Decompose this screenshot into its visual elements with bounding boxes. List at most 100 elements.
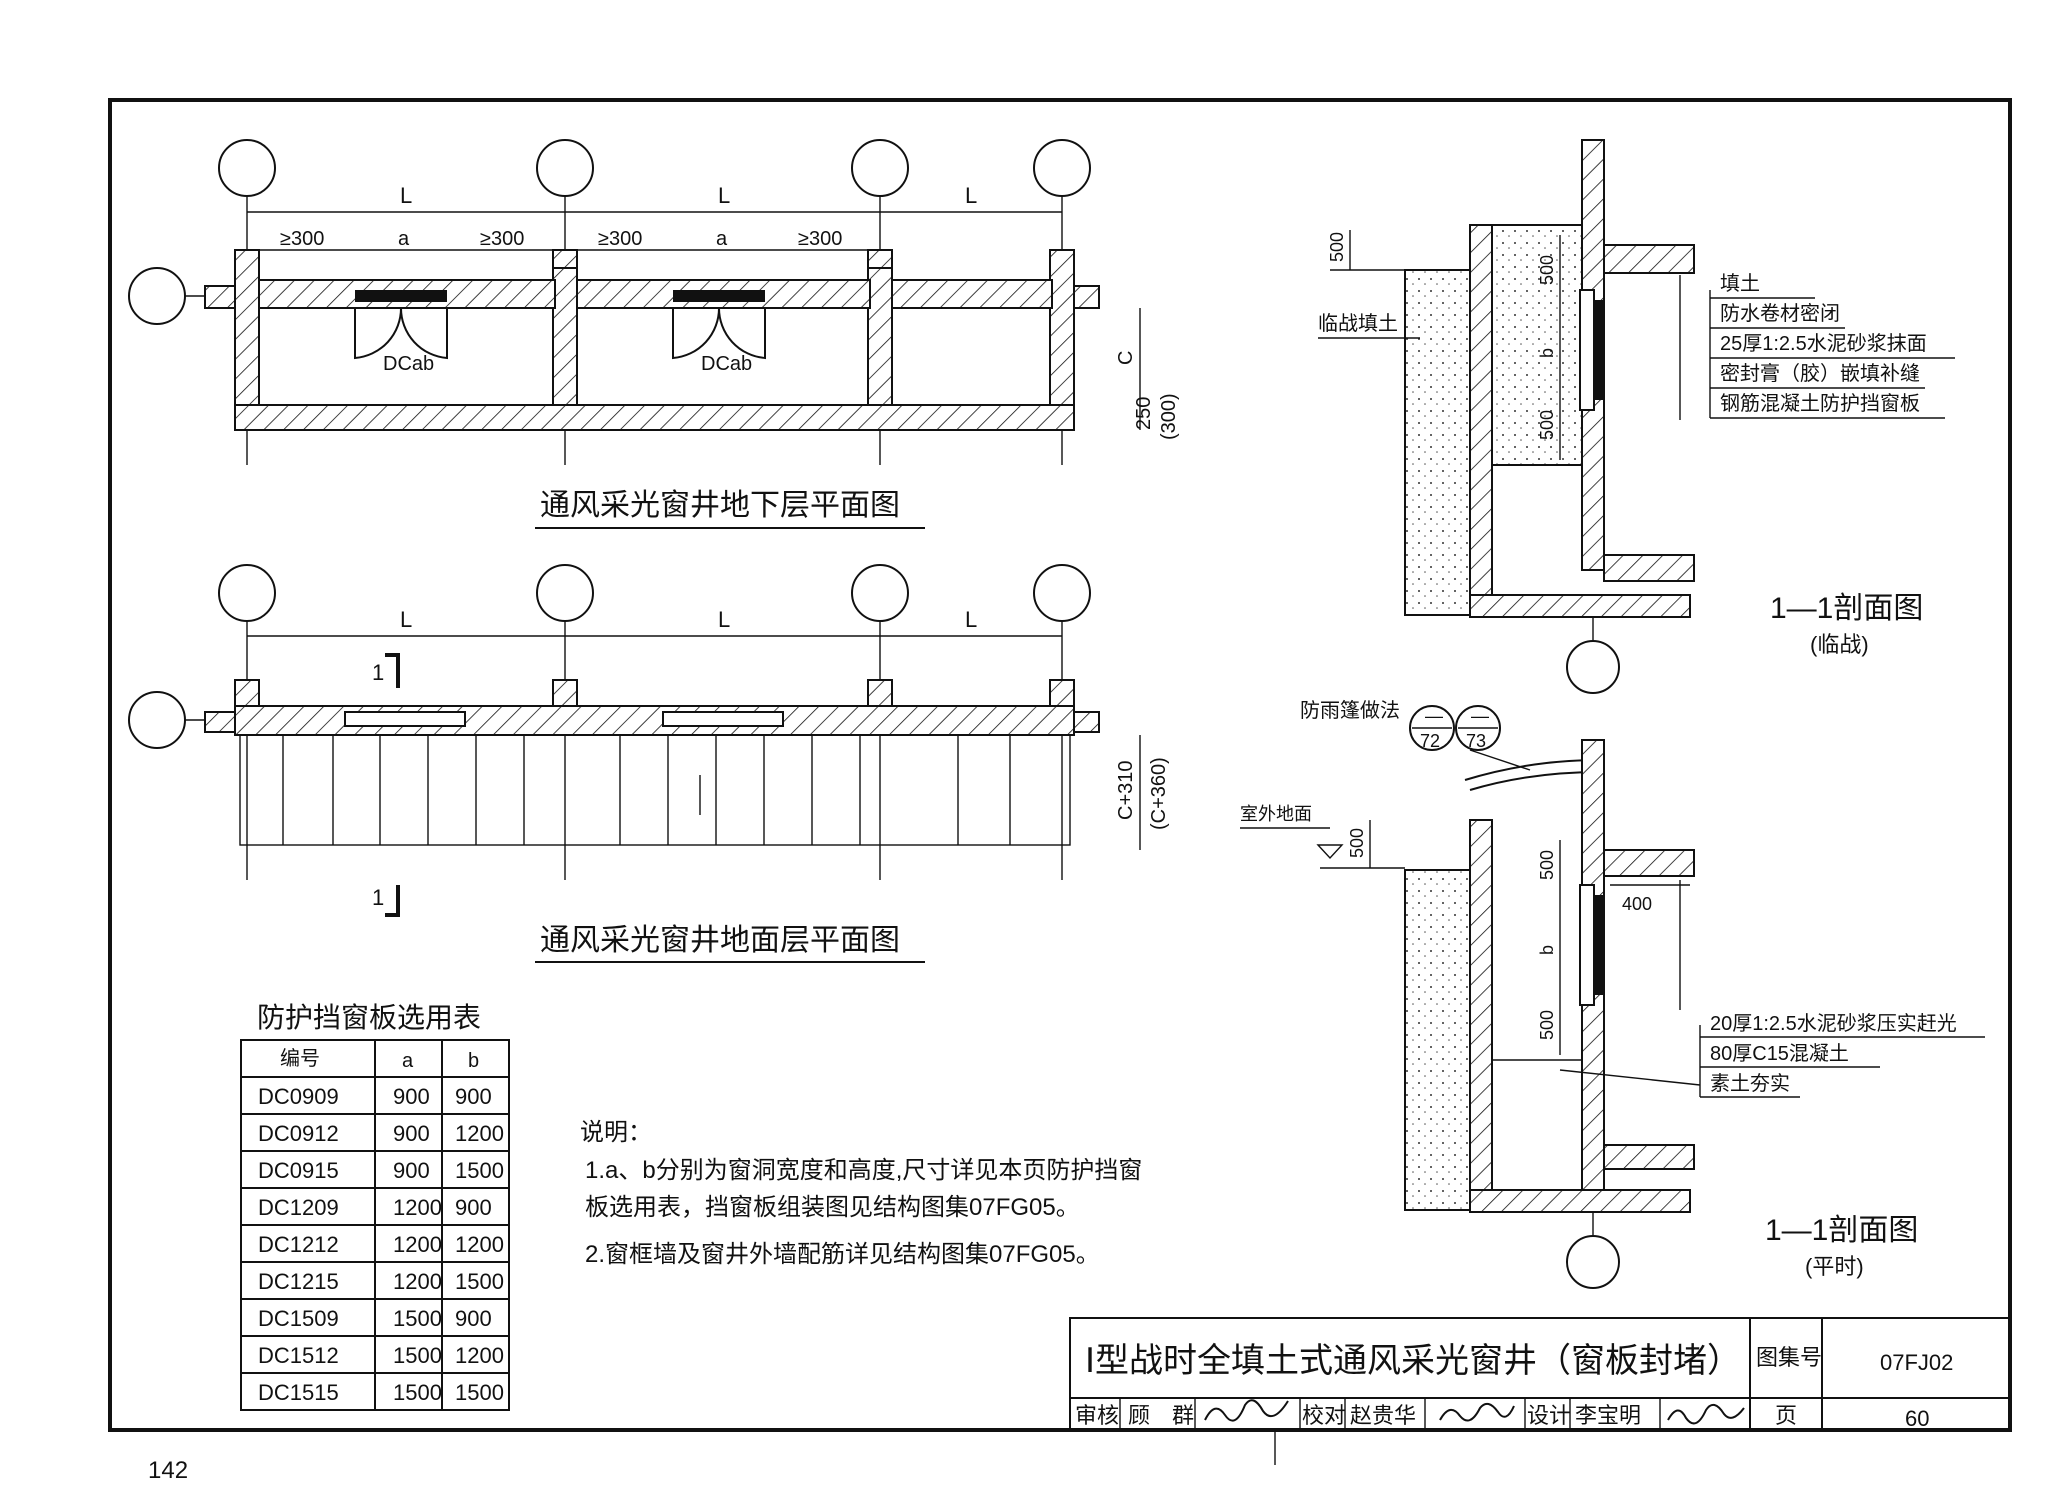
callout: 25厚1:2.5水泥砂浆抹面 [1720,332,1927,355]
ref-top: — [1471,706,1489,726]
table-title: 防护挡窗板选用表 [257,1002,481,1033]
checker-name: 赵贵华 [1350,1403,1416,1428]
table-cell-a: 900 [393,1084,430,1109]
dim-L: L [400,607,412,632]
axis-bubble [1566,1235,1620,1289]
table-cell-b: 1200 [455,1343,504,1368]
title-basement: 通风采光窗井地下层平面图 [540,489,900,522]
dim-500: 500 [1347,828,1367,858]
axis-bubble [218,564,276,622]
dim-gt300: ≥300 [798,228,842,250]
section-mark: 1 [372,660,384,685]
table-cell-code: DC1509 [258,1306,339,1331]
label-rain-cover: 防雨篷做法 [1300,699,1400,722]
basement-plan: L L L ≥300 a ≥300 ≥300 a ≥300 DCab DCab [128,139,1180,529]
door-label: DCab [383,353,434,375]
table-cell-a: 1200 [393,1269,442,1294]
axis-bubble [536,139,594,197]
callout: 80厚C15混凝土 [1710,1042,1849,1065]
dim-b: b [1537,945,1557,955]
table-cell-a: 900 [393,1121,430,1146]
section-subtitle: (临战) [1810,632,1869,657]
drawing-title: Ⅰ型战时全填土式通风采光窗井（窗板封堵） [1085,1342,1741,1380]
table-cell-b: 1200 [455,1232,504,1257]
table-cell-code: DC0909 [258,1084,339,1109]
reviewer-signature [1204,1399,1289,1422]
section-subtitle: (平时) [1805,1254,1864,1279]
axis-bubble [536,564,594,622]
table-cell-b: 900 [455,1195,492,1220]
dim-gt300: ≥300 [280,228,324,250]
table-cell-b: 900 [455,1084,492,1109]
section-title: 1—1剖面图 [1770,592,1923,625]
designer-name: 李宝明 [1575,1403,1641,1428]
dim-300-paren: (300) [1158,393,1180,440]
axis-bubble [851,139,909,197]
table-cell-a: 1500 [393,1343,442,1368]
table-cell-code: DC1515 [258,1380,339,1405]
axis-bubble [218,139,276,197]
designer-signature [1667,1403,1745,1425]
table-cell-code: DC1212 [258,1232,339,1257]
table-header: b [468,1050,479,1072]
dim-400: 400 [1622,894,1652,914]
dim-C310: C+310 [1115,761,1137,821]
title-block: Ⅰ型战时全填土式通风采光窗井（窗板封堵） 图集号 07FJ02 审核 顾 群 校… [1069,1317,2011,1465]
sheet-page-number: 142 [148,1457,188,1484]
ref-top: — [1425,706,1443,726]
check-label: 校对 [1302,1403,1346,1428]
table-cell-a: 1500 [393,1380,442,1405]
dim-C: C [1115,351,1137,365]
dim-250: 250 [1133,397,1155,430]
atlas-label: 图集号 [1756,1345,1822,1370]
ref-number: 72 [1420,731,1440,751]
table-cell-b: 1500 [455,1380,504,1405]
door-label: DCab [701,353,752,375]
table-cell-a: 1200 [393,1195,442,1220]
dim-gt300: ≥300 [480,228,524,250]
table-cell-b: 1500 [455,1158,504,1183]
page-label: 页 [1775,1403,1797,1428]
section-mark: 1 [372,885,384,910]
callout: 防水卷材密闭 [1720,302,1840,325]
reviewer-name: 顾 群 [1128,1403,1194,1428]
callout: 钢筋混凝土防护挡窗板 [1720,392,1920,415]
atlas-number: 07FJ02 [1880,1350,1953,1375]
dim-500: 500 [1537,410,1557,440]
table-header: a [402,1050,414,1072]
callout: 素土夯实 [1710,1072,1790,1095]
notes: 说明： 1.a、b分别为窗洞宽度和高度,尺寸详见本页防护挡窗 板选用表，挡窗板组… [580,1119,1142,1268]
table-cell-code: DC1512 [258,1343,339,1368]
dim-500: 500 [1327,232,1347,262]
section-war: 500 临战填土 500 b 500 填土 防水卷材密闭 25厚1:2.5水泥砂… [1318,139,1955,694]
table-cell-code: DC0912 [258,1121,339,1146]
axis-bubble [1033,139,1091,197]
table-cell-a: 1200 [393,1232,442,1257]
notes-line2: 板选用表，挡窗板组装图见结构图集07FG05。 [585,1194,1080,1221]
axis-bubble [1033,564,1091,622]
table-cell-a: 1500 [393,1306,442,1331]
section-title: 1—1剖面图 [1765,1214,1918,1247]
dim-gt300: ≥300 [598,228,642,250]
table-cell-b: 1500 [455,1269,504,1294]
dim-b: b [1537,348,1557,358]
checker-signature [1439,1402,1515,1422]
dim-C360: (C+360) [1148,757,1170,830]
section-peace: 防雨篷做法 — 72 — 73 室外地面 500 500 b 500 400 [1240,699,1985,1289]
dim-L: L [400,183,412,208]
title-ground: 通风采光窗井地面层平面图 [540,924,900,957]
axis-bubble [128,691,186,749]
callout: 20厚1:2.5水泥砂浆压实赶光 [1710,1012,1957,1035]
table-cell-code: DC1209 [258,1195,339,1220]
dim-L: L [718,183,730,208]
axis-bubble [128,267,186,325]
callout: 密封膏（胶）嵌填补缝 [1720,362,1920,385]
notes-line3: 2.窗框墙及窗井外墙配筋详见结构图集07FG05。 [585,1241,1100,1268]
table-cell-code: DC0915 [258,1158,339,1183]
table-header: 编号 [280,1047,320,1070]
dim-500: 500 [1537,1010,1557,1040]
dim-L: L [965,607,977,632]
dim-500: 500 [1537,850,1557,880]
